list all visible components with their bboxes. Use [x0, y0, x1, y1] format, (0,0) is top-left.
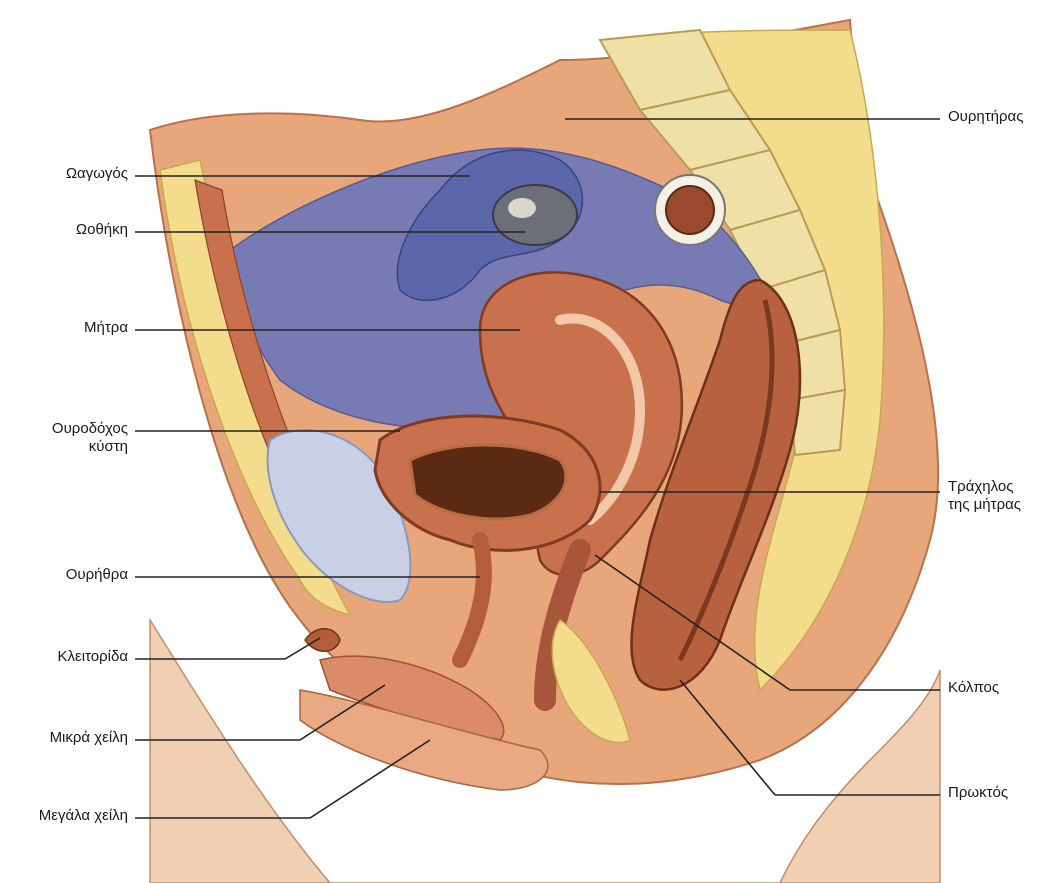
ovary — [493, 185, 577, 245]
label-ureter: Ουρητήρας — [948, 108, 1048, 126]
label-vagina: Κόλπος — [948, 679, 1048, 697]
label-bladder: Ουροδόχος κύστη — [10, 420, 128, 456]
ureter-lumen — [666, 186, 714, 234]
label-urethra: Ουρήθρα — [20, 566, 128, 584]
label-oviduct: Ωαγωγός — [20, 165, 128, 183]
label-clitoris: Κλειτορίδα — [10, 648, 128, 666]
label-cervix: Τράχηλος της μήτρας — [948, 478, 1048, 514]
label-ovary: Ωοθήκη — [20, 221, 128, 239]
label-labia-majora: Μεγάλα χείλη — [5, 807, 128, 825]
ovary-follicle — [508, 198, 536, 218]
label-anus: Πρωκτός — [948, 784, 1048, 802]
label-uterus: Μήτρα — [20, 319, 128, 337]
label-labia-minora: Μικρά χείλη — [10, 729, 128, 747]
